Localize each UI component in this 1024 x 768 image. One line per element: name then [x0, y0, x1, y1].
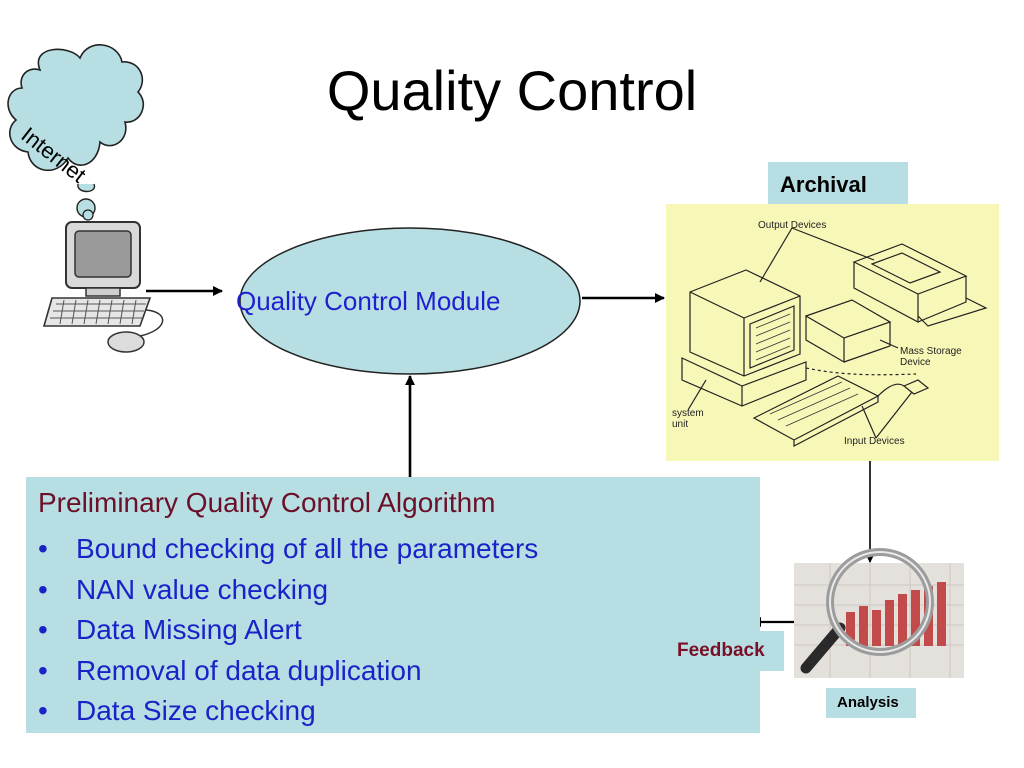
bullet: • [38, 573, 48, 605]
page-title: Quality Control [326, 59, 698, 122]
analysis-tag: Analysis [826, 688, 916, 718]
list-item: • Bound checking of all the parameters [38, 529, 538, 570]
device-label: Device [900, 357, 931, 368]
list-item-text: Data Size checking [76, 695, 316, 727]
archival-tag: Archival [768, 162, 908, 206]
archival-illustration: Output Devices Mass Storage Device syste… [666, 204, 999, 461]
feedback-label: Feedback [677, 640, 765, 661]
bullet: • [38, 533, 48, 564]
algorithm-steps-list: • Bound checking of all the parameters • N… [38, 529, 538, 732]
internet-cloud-icon [7, 44, 144, 221]
unit-label: unit [672, 419, 689, 430]
bullet: • [38, 654, 48, 686]
mass-storage-label: Mass Storage [900, 346, 962, 357]
list-item-text: Bound checking of all the parameters [76, 533, 539, 564]
algorithm-title: Preliminary Quality Control Algorithm [38, 487, 496, 518]
list-item-text: Removal of data duplication [76, 654, 422, 686]
list-item: • Data Missing Alert [38, 610, 538, 651]
computer-system-diagram-icon [681, 227, 988, 447]
list-item: • Data Size checking [38, 691, 538, 732]
list-item-text: Data Missing Alert [76, 614, 302, 646]
bullet: • [38, 695, 48, 727]
feedback-tag: Feedback [672, 631, 784, 671]
output-devices-label: Output Devices [758, 220, 827, 231]
system-label: system [672, 408, 704, 419]
list-item-text: NAN value checking [76, 573, 329, 605]
analysis-magnifier-icon [794, 548, 964, 678]
input-devices-label: Input Devices [844, 436, 905, 447]
bullet: • [38, 614, 48, 646]
archival-label: Archival [780, 172, 867, 197]
quality-control-module-ellipse [239, 227, 581, 375]
algorithm-box: Preliminary Quality Control Algorithm • B… [26, 477, 760, 733]
computer-icon [42, 221, 164, 353]
analysis-label: Analysis [837, 694, 899, 711]
list-item: • NAN value checking [38, 570, 538, 611]
list-item: • Removal of data duplication [38, 651, 538, 692]
quality-control-module-label: Quality Control Module [236, 286, 501, 316]
